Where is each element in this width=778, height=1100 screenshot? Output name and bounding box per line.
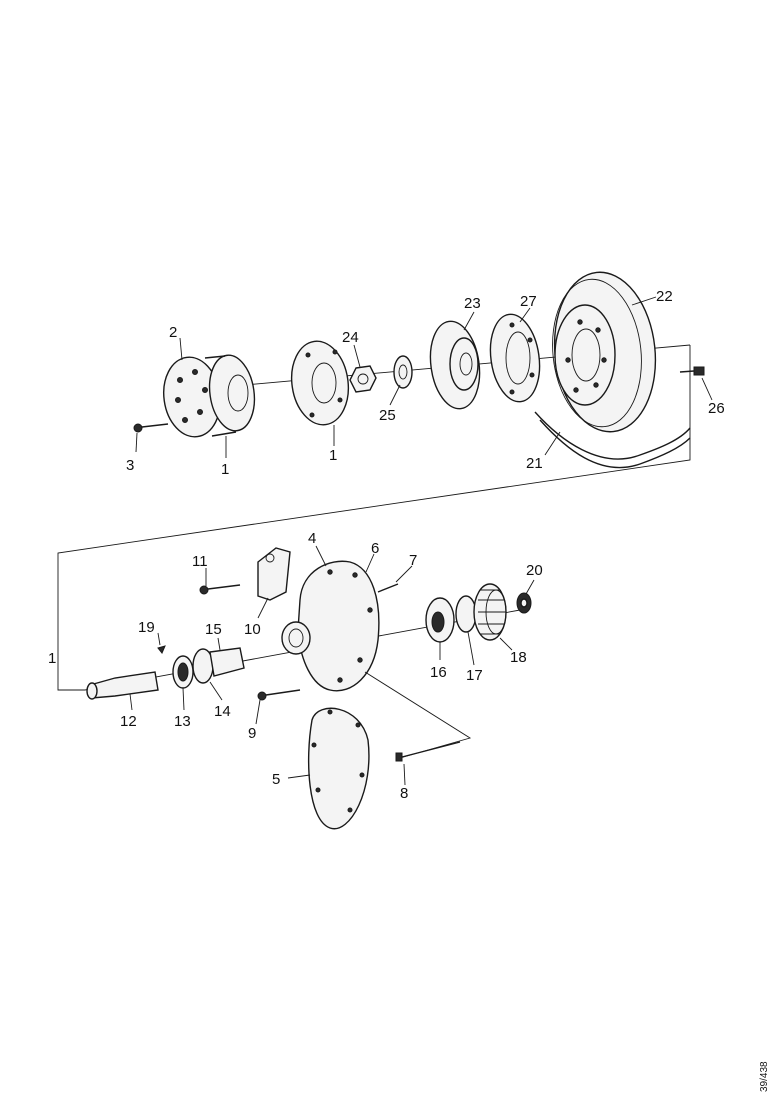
label-part-18: 18	[510, 649, 527, 666]
part-19-key	[157, 645, 166, 654]
label-part-20: 20	[526, 562, 543, 579]
label-part-24: 24	[342, 329, 359, 346]
label-part-26: 26	[708, 400, 725, 417]
label-part-6: 6	[371, 540, 379, 557]
label-part-11: 11	[192, 553, 208, 570]
part-1-coupling-left	[204, 354, 256, 437]
label-part-14: 14	[214, 703, 231, 720]
label-part-12: 12	[120, 713, 137, 730]
label-part-19: 19	[138, 619, 155, 636]
part-12-shaft	[86, 671, 159, 700]
part-18-gear	[473, 583, 507, 641]
part-4-housing	[281, 560, 380, 692]
part-8-long-bolt	[364, 671, 472, 762]
part-25-washer	[393, 355, 413, 389]
label-part-16: 16	[430, 664, 447, 681]
part-14-sleeve	[192, 647, 245, 684]
part-26-bolt	[679, 366, 705, 376]
part-20-nut	[516, 592, 532, 614]
label-part-17: 17	[466, 667, 483, 684]
part-16-bearing	[425, 597, 455, 643]
label-part-9: 9	[248, 725, 256, 742]
label-part-1-center: 1	[329, 447, 337, 464]
part-10-plate	[257, 547, 291, 601]
part-3-bolt	[133, 423, 169, 433]
part-11-bolt	[199, 584, 241, 595]
label-part-1-lower: 1	[48, 650, 56, 667]
label-part-15: 15	[205, 621, 222, 638]
part-2-flange-plate	[163, 356, 221, 438]
part-1-coupling-ring	[290, 340, 350, 426]
figure-reference: 39/438	[759, 1061, 770, 1092]
label-part-27: 27	[520, 293, 537, 310]
label-part-22: 22	[656, 288, 673, 305]
label-part-21: 21	[526, 455, 543, 472]
part-17-ring	[455, 595, 477, 633]
part-22-pulley	[552, 271, 657, 433]
label-part-1-left: 1	[221, 461, 229, 478]
part-21-belt	[534, 411, 691, 469]
label-part-23: 23	[464, 295, 481, 312]
label-part-25: 25	[379, 407, 396, 424]
part-7-bolt	[377, 583, 399, 593]
part-13-bearing	[172, 655, 194, 689]
part-23-hub	[429, 320, 481, 410]
label-part-2: 2	[169, 324, 177, 341]
label-part-3: 3	[126, 457, 134, 474]
assembly-connector-line	[57, 345, 691, 691]
label-part-7: 7	[409, 552, 417, 569]
label-part-5: 5	[272, 771, 280, 788]
part-9-bolt	[257, 689, 301, 701]
leader-lines	[129, 296, 713, 786]
part-5-gasket	[307, 707, 370, 830]
part-27-ring	[489, 313, 541, 403]
label-part-10: 10	[244, 621, 261, 638]
label-part-8: 8	[400, 785, 408, 802]
label-part-4: 4	[308, 530, 316, 547]
part-24-nut	[349, 365, 377, 393]
label-part-13: 13	[174, 713, 191, 730]
